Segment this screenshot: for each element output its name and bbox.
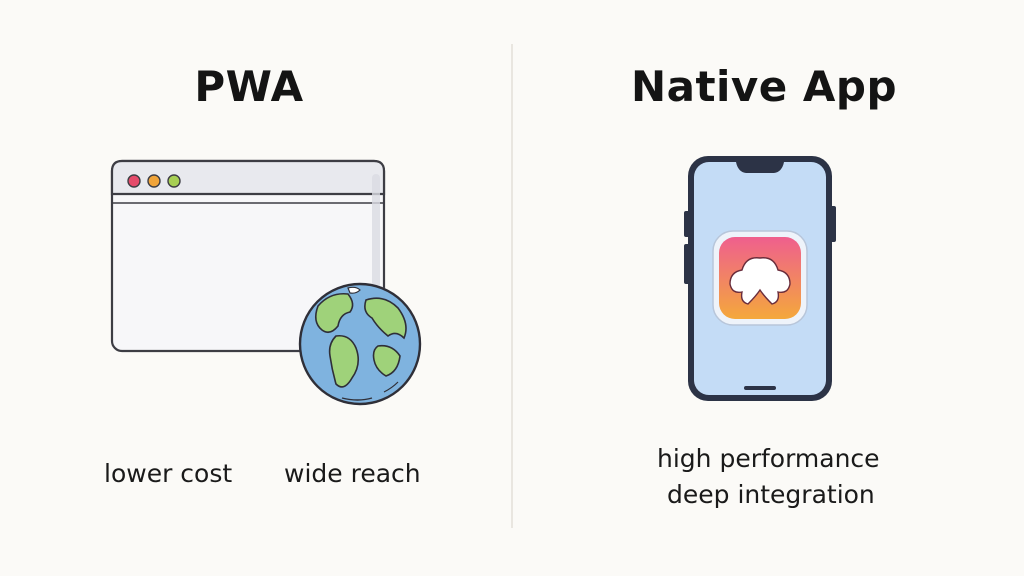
panel-divider bbox=[511, 44, 513, 528]
globe-icon bbox=[298, 282, 422, 406]
app-icon bbox=[712, 230, 808, 326]
benefit-deep-integration: deep integration bbox=[667, 480, 875, 509]
native-illustration bbox=[684, 156, 836, 401]
native-title: Native App bbox=[630, 62, 898, 111]
pwa-illustration bbox=[110, 159, 422, 406]
pwa-title: PWA bbox=[194, 62, 304, 111]
benefit-high-performance: high performance bbox=[657, 444, 880, 473]
pwa-panel: PWA lower cost wide reach bbox=[104, 62, 422, 488]
native-panel: Native App high performance deep integra… bbox=[512, 0, 1024, 576]
benefit-lower-cost: lower cost bbox=[104, 459, 233, 488]
benefit-wide-reach: wide reach bbox=[284, 459, 421, 488]
